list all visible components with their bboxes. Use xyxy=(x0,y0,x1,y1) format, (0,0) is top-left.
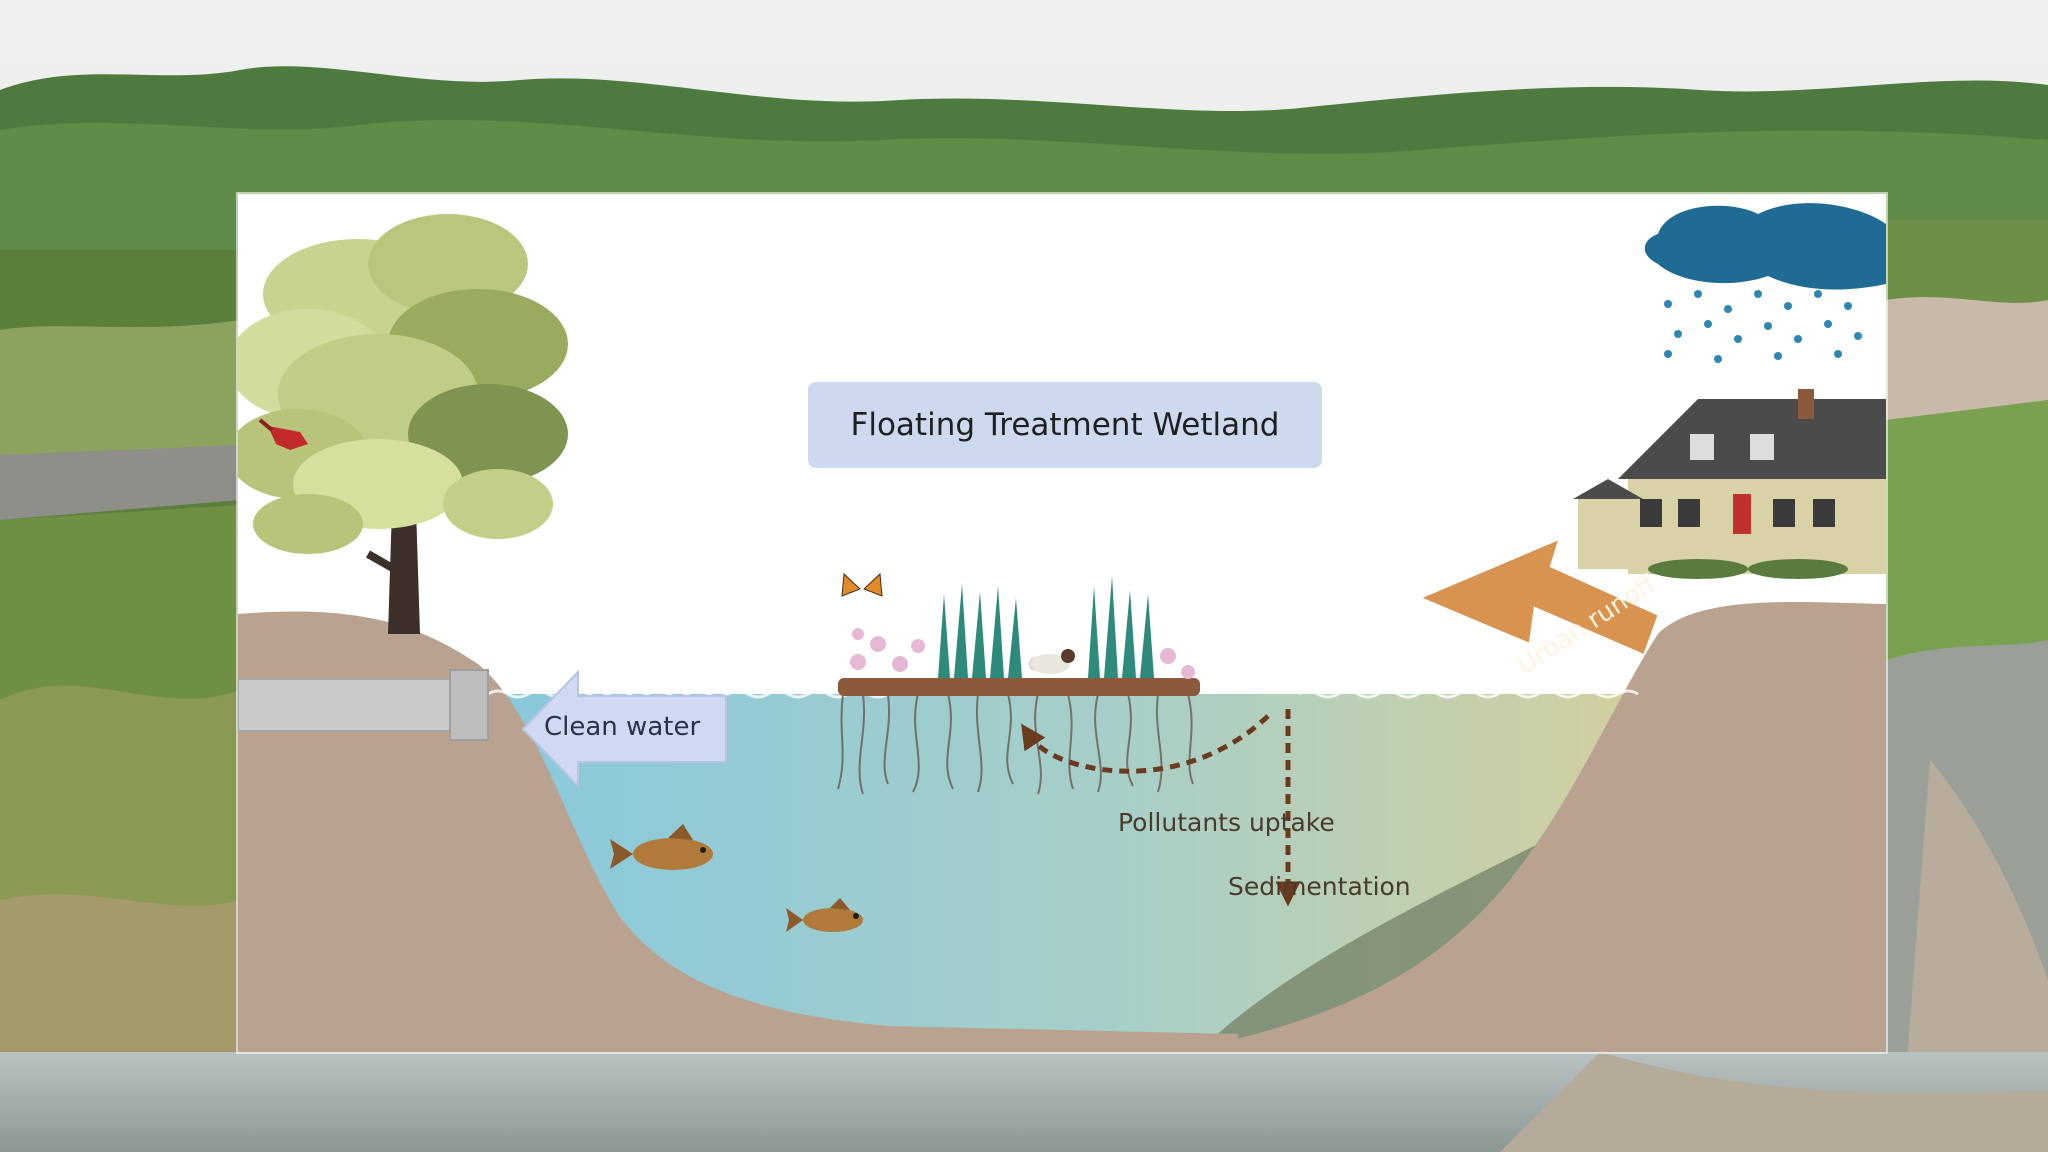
outlet-pipe xyxy=(238,678,454,732)
fish-illustration-small xyxy=(786,898,863,932)
diagram-panel: Floating Treatment Wetland Clean water U… xyxy=(238,194,1886,1052)
urban-runoff-arrow xyxy=(1422,540,1658,654)
tree-illustration xyxy=(238,214,568,634)
diagram-title: Floating Treatment Wetland xyxy=(850,407,1280,443)
fish-illustration-large xyxy=(610,824,713,870)
house-illustration xyxy=(1573,389,1886,579)
rain-cloud-illustration xyxy=(1644,203,1886,363)
diagram-illustration xyxy=(238,203,1886,1052)
clean-water-label: Clean water xyxy=(544,712,701,742)
pollutants-uptake-arrow xyxy=(1021,714,1270,774)
outlet-pipe-collar xyxy=(449,669,489,741)
sedimentation-label: Sedimentation xyxy=(1228,872,1411,901)
pollutants-uptake-label: Pollutants uptake xyxy=(1118,808,1335,837)
floating-wetland-mat xyxy=(837,572,1200,795)
clean-water-arrow xyxy=(521,669,727,789)
diagram-title-box: Floating Treatment Wetland xyxy=(808,382,1322,468)
right-bank xyxy=(1178,602,1886,1052)
